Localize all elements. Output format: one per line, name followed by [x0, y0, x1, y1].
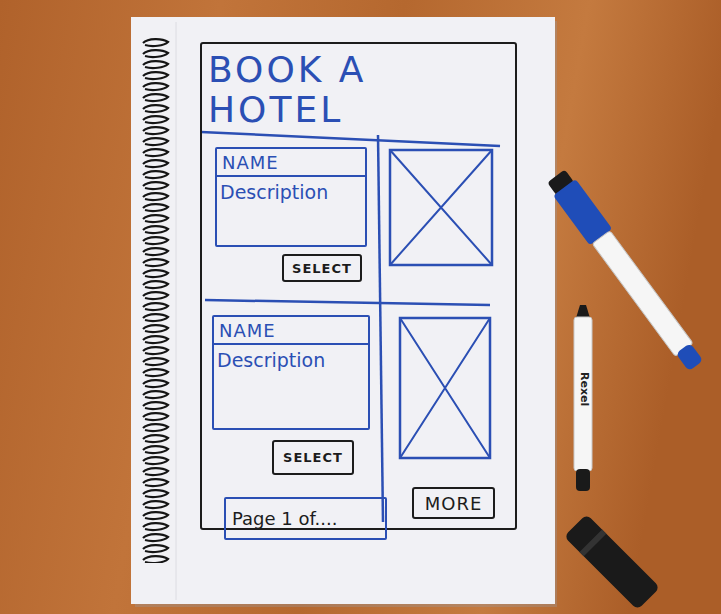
divider-line	[378, 135, 383, 522]
spiral-binding	[140, 38, 172, 563]
hotel-name: NAME	[214, 317, 368, 345]
cap-shape	[564, 514, 660, 610]
blue-marker	[545, 168, 708, 375]
marker-end	[676, 343, 704, 371]
page-margin	[176, 22, 177, 600]
cap-ridge	[579, 529, 606, 556]
image-cross	[400, 318, 490, 458]
hotel-description: Description	[217, 177, 365, 203]
more-button: MORE	[412, 487, 495, 519]
black-marker	[574, 305, 592, 491]
marker-tip	[576, 305, 590, 318]
marker-end	[576, 469, 590, 491]
brand-label: Rexel	[578, 372, 591, 406]
hotel-name: NAME	[217, 149, 365, 177]
divider-line	[201, 132, 500, 146]
hotel-card: NAMEDescription	[215, 147, 367, 247]
notebook-page	[131, 17, 555, 604]
button-label: SELECT	[283, 450, 343, 465]
page-title: BOOK A HOTEL	[208, 50, 413, 130]
button-label: SELECT	[292, 261, 352, 276]
select-button: SELECT	[272, 440, 354, 475]
image-placeholder	[400, 318, 490, 458]
divider-line	[205, 300, 490, 305]
hotel-card: NAMEDescription	[212, 315, 370, 430]
button-label: MORE	[425, 493, 483, 514]
marker-body	[574, 317, 592, 471]
marker-cap	[564, 514, 660, 610]
image-placeholder	[390, 150, 492, 265]
pagination-box: Page 1 of....	[224, 497, 387, 540]
pagination-label: Page 1 of....	[232, 508, 337, 529]
image-cross	[390, 150, 492, 265]
page-frame: BOOK A HOTELNAMEDescriptionSELECTNAMEDes…	[200, 42, 517, 530]
select-button: SELECT	[282, 254, 362, 282]
marker-body	[592, 231, 693, 357]
hotel-description: Description	[214, 345, 368, 371]
